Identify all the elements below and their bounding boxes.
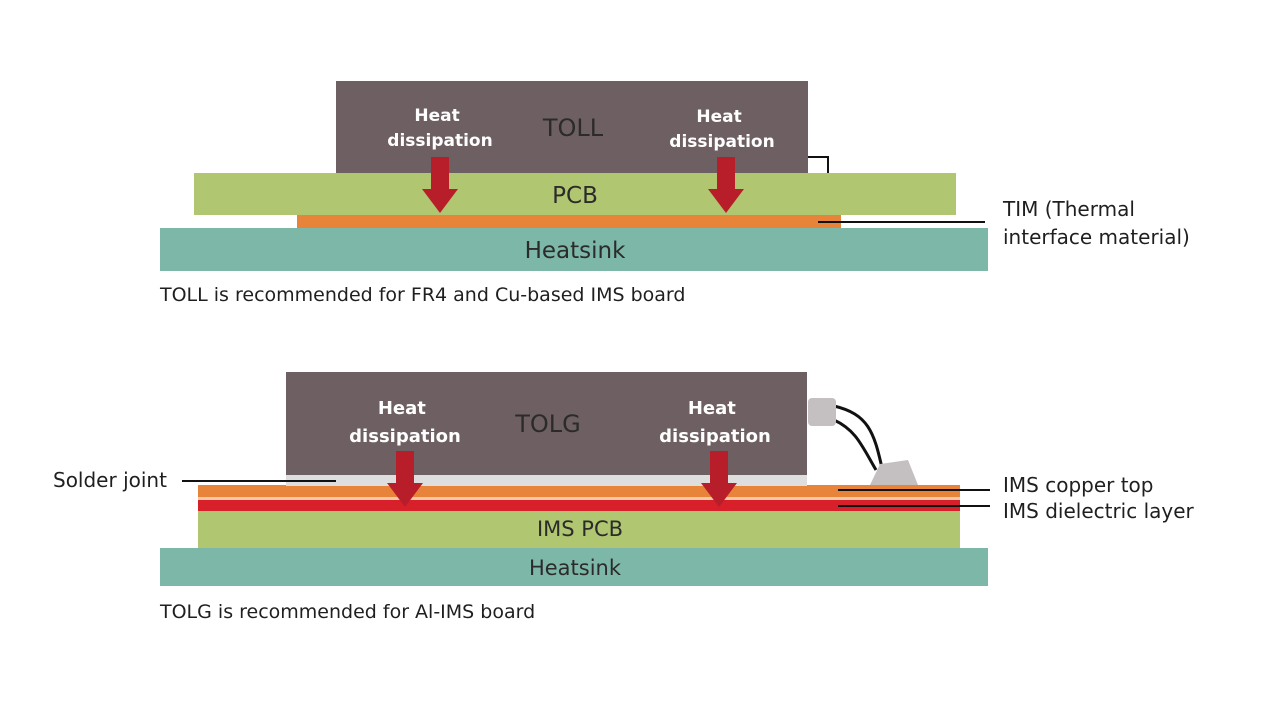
toll-heat-left-line2: dissipation bbox=[387, 131, 492, 151]
toll-heat-left-label: Heat dissipation bbox=[387, 106, 492, 151]
tolg-heat-right-line2: dissipation bbox=[659, 426, 771, 447]
tolg-dielectric-callout: IMS dielectric layer bbox=[1003, 499, 1195, 523]
tolg-heatsink-label: Heatsink bbox=[529, 556, 622, 580]
tolg-heat-left-line1: Heat bbox=[378, 398, 426, 419]
toll-pcb-layer bbox=[194, 173, 956, 215]
tolg-solder-callout: Solder joint bbox=[53, 468, 167, 492]
toll-tim-callout-line1: TIM (Thermal bbox=[1002, 197, 1135, 221]
tolg-copper-callout: IMS copper top bbox=[1003, 473, 1154, 497]
toll-caption: TOLL is recommended for FR4 and Cu-based… bbox=[159, 284, 685, 306]
toll-tim-callout-line2: interface material) bbox=[1003, 225, 1190, 249]
tolg-copper-gap bbox=[198, 497, 960, 500]
tolg-heat-right-label: Heat dissipation bbox=[659, 398, 771, 447]
toll-heat-right-line1: Heat bbox=[696, 107, 741, 127]
tolg-package-label: TOLG bbox=[514, 410, 581, 438]
toll-tim-layer bbox=[297, 214, 841, 228]
toll-assembly: TOLL Heat dissipation Heat dissipation P… bbox=[159, 81, 1190, 306]
tolg-lead-foot bbox=[870, 460, 918, 485]
tolg-heat-right-line1: Heat bbox=[688, 398, 736, 419]
toll-heat-left-line1: Heat bbox=[414, 106, 459, 126]
tolg-lead-lower bbox=[833, 418, 878, 471]
tolg-heat-left-label: Heat dissipation bbox=[349, 398, 461, 447]
toll-heat-right-line2: dissipation bbox=[669, 132, 774, 152]
tolg-dielectric-layer bbox=[198, 500, 960, 511]
tolg-ims-pcb-layer bbox=[198, 511, 960, 548]
tolg-heat-left-line2: dissipation bbox=[349, 426, 461, 447]
toll-heatsink-label: Heatsink bbox=[525, 238, 627, 264]
toll-heatsink-layer bbox=[160, 228, 988, 271]
toll-pcb-label: PCB bbox=[552, 183, 598, 209]
tolg-caption: TOLG is recommended for Al-IMS board bbox=[159, 601, 535, 623]
toll-package-label: TOLL bbox=[542, 114, 604, 142]
toll-tim-callout: TIM (Thermal interface material) bbox=[1002, 197, 1190, 249]
tolg-heatsink-layer bbox=[160, 548, 988, 586]
tolg-lead-upper bbox=[833, 404, 884, 469]
tolg-assembly: TOLG Heat dissipation Heat dissipation I… bbox=[53, 372, 1195, 623]
tolg-ims-pcb-label: IMS PCB bbox=[537, 517, 623, 541]
toll-heat-right-label: Heat dissipation bbox=[669, 107, 774, 152]
toll-lead bbox=[808, 156, 829, 173]
tolg-solder-joint bbox=[286, 475, 807, 486]
tolg-lead-clip bbox=[808, 398, 836, 426]
tolg-copper-top-layer bbox=[198, 485, 960, 497]
